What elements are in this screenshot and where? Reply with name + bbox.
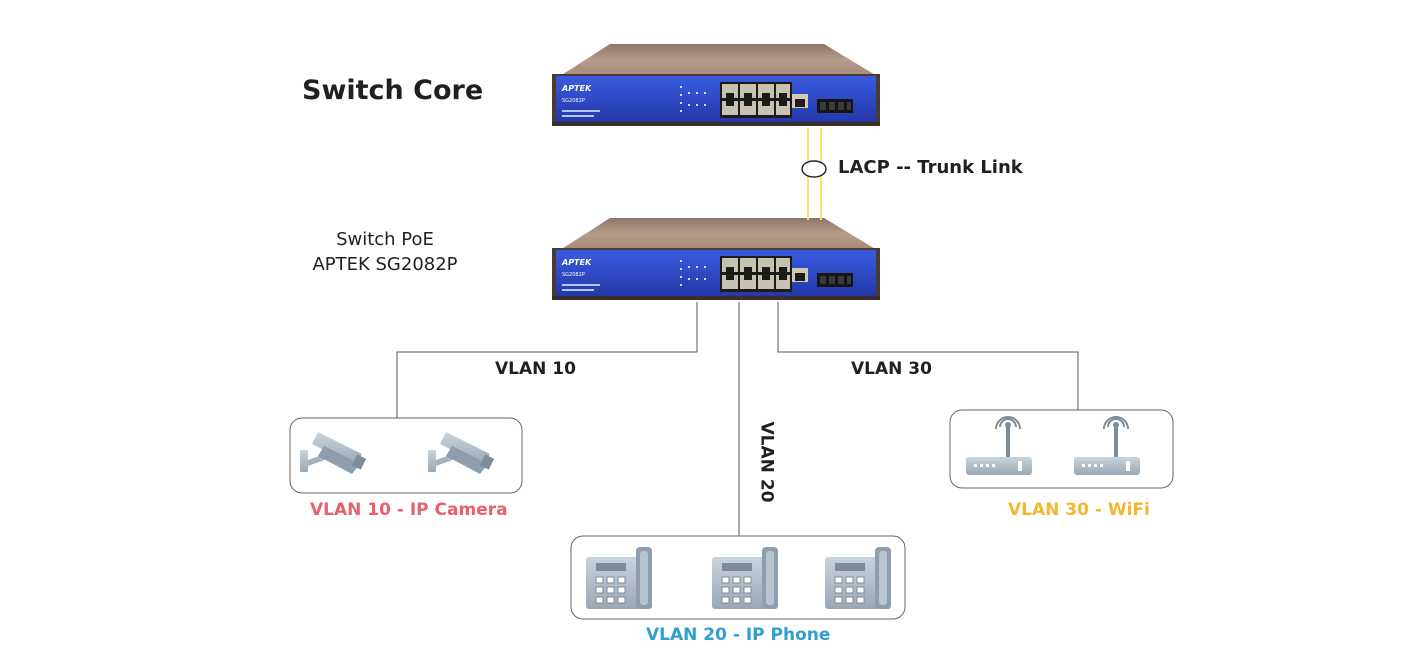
- vlan30-label: VLAN 30: [851, 359, 932, 379]
- wifi-group-caption: VLAN 30 - WiFi: [1008, 500, 1150, 520]
- switch-core-title: Switch Core: [302, 75, 484, 106]
- core-switch: [552, 44, 880, 126]
- camera-group-caption: VLAN 10 - IP Camera: [310, 500, 508, 520]
- lacp-trunk-link: [801, 128, 827, 220]
- wifi-group-box: [949, 409, 1174, 489]
- switch-poe-title-line2: APTEK SG2082P: [312, 254, 458, 275]
- vlan-links: [396, 302, 1079, 536]
- lacp-label: LACP -- Trunk Link: [838, 157, 1023, 178]
- vlan30-link: [777, 302, 1079, 410]
- poe-switch: [552, 218, 880, 300]
- camera-group-box: [289, 417, 523, 494]
- vlan10-label: VLAN 10: [495, 359, 576, 379]
- phone-group-caption: VLAN 20 - IP Phone: [646, 625, 831, 645]
- switch-poe-title-line1: Switch PoE: [336, 229, 434, 250]
- switch-poe-title: Switch PoE APTEK SG2082P: [300, 227, 470, 277]
- vlan20-label: VLAN 20: [756, 421, 777, 503]
- vlan10-link: [396, 302, 698, 418]
